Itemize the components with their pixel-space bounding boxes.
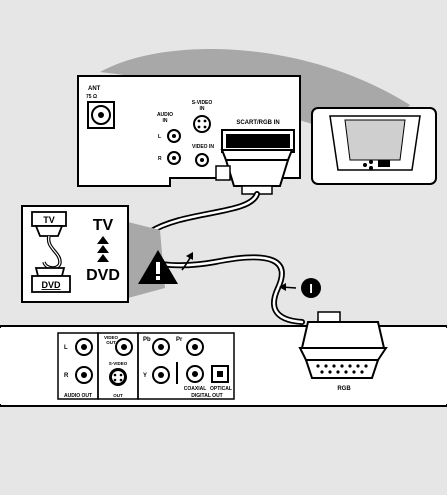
video-in-label: VIDEO IN <box>192 144 214 150</box>
dvd-audio-r-label: R <box>64 373 69 379</box>
ant-sub-label: 75 Ω <box>86 94 97 100</box>
callout-marker-label: I <box>309 281 313 296</box>
audio-in-label-2: IN <box>163 118 168 124</box>
legend-tv-tag: TV <box>43 215 55 225</box>
pr-label: Pr <box>176 337 183 343</box>
svideo-in-label-2: IN <box>200 106 205 112</box>
y-label: Y <box>143 373 147 379</box>
tv-audio-l-label: L <box>158 134 161 140</box>
legend-dvd-tag: DVD <box>41 280 61 290</box>
video-out-label-1: VIDEO <box>104 335 119 340</box>
tv-scart-plug <box>215 149 294 195</box>
dvd-video-out-group: VIDEO OUT S-VIDEO OUT <box>97 332 139 400</box>
audio-in-label-1: AUDIO <box>157 112 173 118</box>
dvd-scart-socket[interactable] <box>304 359 380 379</box>
svideo-out-label-2: OUT <box>113 393 123 398</box>
warning-triangle <box>138 250 178 284</box>
dvd-scart-plug <box>298 311 388 361</box>
digital-out-label: DIGITAL OUT <box>191 393 222 399</box>
pb-label: Pb <box>143 337 151 343</box>
tv-set <box>311 107 437 185</box>
audio-out-label: AUDIO OUT <box>64 393 92 399</box>
coaxial-label: COAXIAL <box>184 386 207 392</box>
legend-arrow-2 <box>97 245 109 253</box>
legend-dvd-text: DVD <box>86 267 120 284</box>
legend-arrow-1 <box>97 236 109 244</box>
svideo-in-label-1: S-VIDEO <box>192 100 213 106</box>
legend-arrow-3 <box>97 254 109 262</box>
tv-audio-r-label: R <box>158 156 162 162</box>
ant-label: ANT <box>88 86 101 92</box>
optical-label: OPTICAL <box>210 386 232 392</box>
rgb-label: RGB <box>337 386 351 392</box>
dvd-audio-l-label: L <box>64 345 68 351</box>
video-out-label-2: OUT <box>106 340 116 345</box>
tv-svideo-in-jack[interactable] <box>193 115 211 133</box>
legend-tv-text: TV <box>93 217 114 234</box>
legend-box: TV DVD TV DVD <box>21 205 129 303</box>
scart-rgb-in-label: SCART/RGB IN <box>236 120 279 126</box>
dvd-component-digital-group: Pb Pr Y COAXIAL OPTICAL DIGITAL OUT <box>137 332 235 400</box>
svideo-out-label-1: S-VIDEO <box>109 361 128 366</box>
callout-marker <box>301 278 321 298</box>
